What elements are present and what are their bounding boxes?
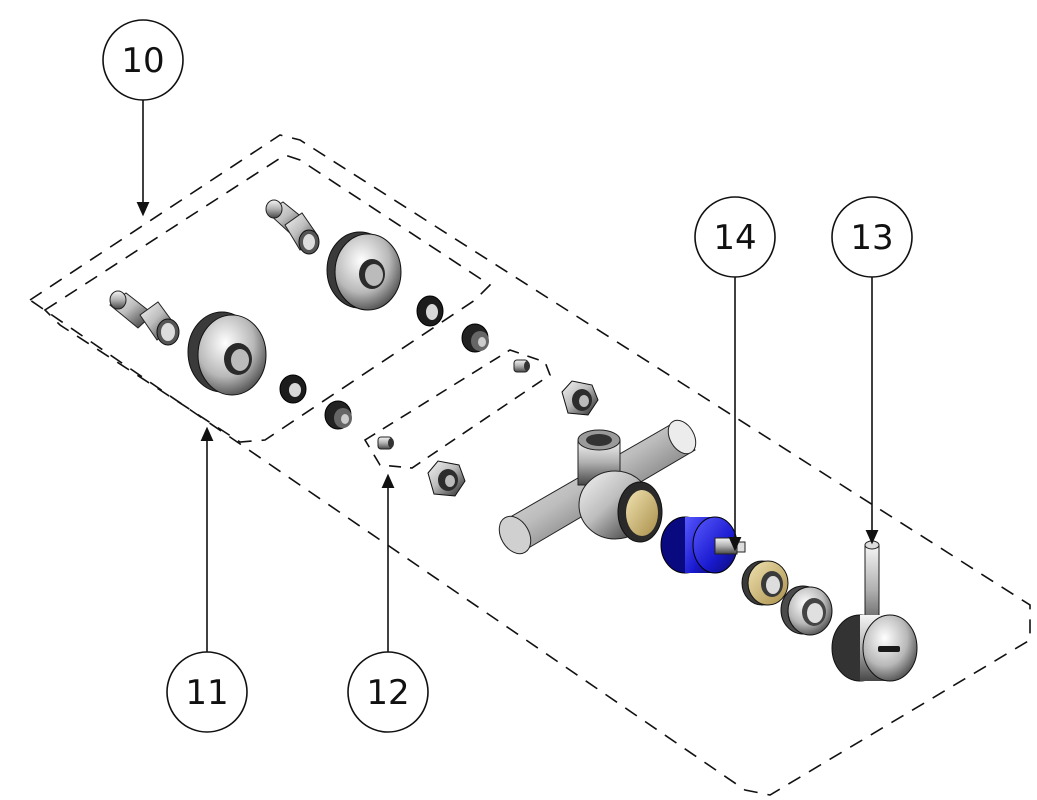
group-outline-10 (28, 134, 1031, 796)
callout-13-label: 13 (850, 218, 893, 258)
threaded-insert-upper (461, 323, 489, 353)
handle-knob (831, 540, 918, 682)
callout-10-label: 10 (121, 41, 164, 81)
threaded-insert-lower (324, 400, 352, 430)
group-outline-12 (363, 349, 551, 469)
callout-11-label: 11 (185, 673, 228, 713)
pin-upper (513, 359, 530, 373)
leader-lines (136, 100, 879, 652)
callout-12-label: 12 (366, 673, 409, 713)
retaining-ring-brass (741, 560, 789, 606)
nut-upper (561, 380, 599, 416)
wall-rosette-upper (326, 231, 402, 311)
hose-nipple-lower (109, 290, 180, 346)
washer-upper (416, 295, 444, 327)
pin-lower (377, 436, 394, 450)
wall-rosette-lower (187, 311, 267, 396)
callout-11: 11 (166, 651, 248, 733)
cartridge (660, 516, 746, 574)
callout-10: 10 (102, 19, 184, 101)
callout-14-label: 14 (713, 218, 756, 258)
nut-lower (427, 460, 466, 497)
hose-nipple-upper (265, 199, 320, 255)
valve-body (498, 419, 697, 555)
retaining-ring-chrome (780, 585, 833, 636)
callout-14: 14 (694, 196, 776, 278)
callout-13: 13 (831, 196, 913, 278)
washer-lower (279, 374, 307, 404)
callout-12: 12 (347, 651, 429, 733)
group-outline-11 (43, 154, 492, 443)
